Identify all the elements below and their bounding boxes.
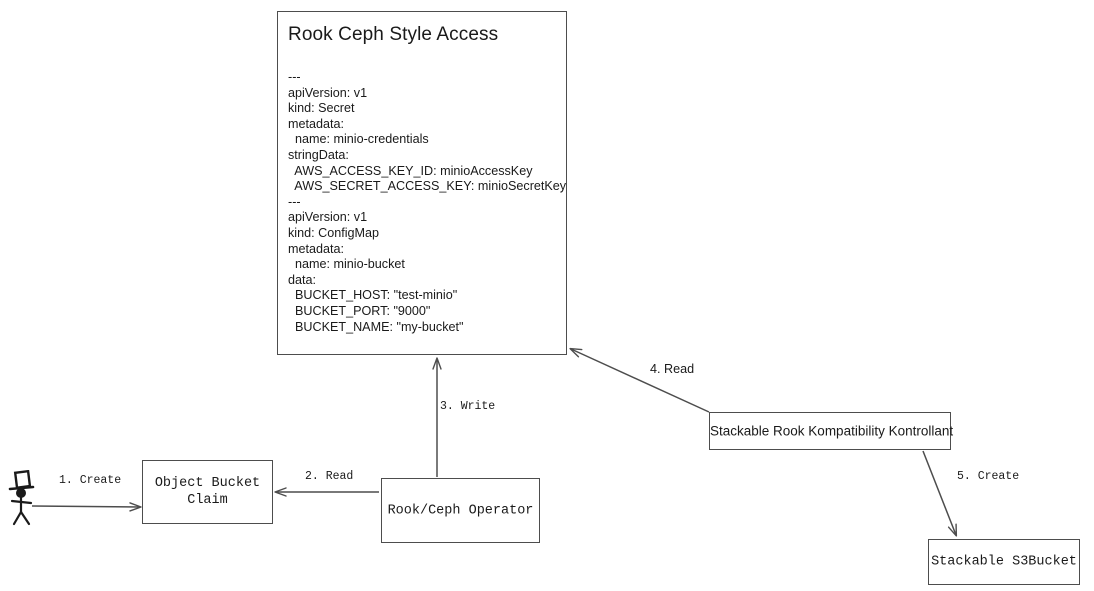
edge-4-read [569,347,710,413]
node-object-bucket-claim-label: Object Bucket Claim [154,476,261,508]
yaml-note-title: Rook Ceph Style Access [288,24,499,45]
yaml-note-body: --- apiVersion: v1 kind: Secret metadata… [288,70,567,334]
stick-figure-actor [8,470,35,526]
edge-label-2-read: 2. Read [305,470,354,483]
edge-label-4-read: 4. Read [650,362,695,376]
edge-1-create [31,502,142,512]
node-stackable-rook-kompatibility-kontrollant[interactable]: Stackable Rook Kompatibility Kontrollant [709,412,954,450]
node-object-bucket-claim[interactable]: Object Bucket Claim [142,460,273,524]
node-stackable-rook-kompatibility-kontrollant-label: Stackable Rook Kompatibility Kontrollant [710,423,954,439]
edge-label-5-create: 5. Create [957,470,1020,483]
top-hat-icon [13,470,32,490]
node-stackable-s3bucket[interactable]: Stackable S3Bucket [928,539,1080,585]
node-stackable-s3bucket-label: Stackable S3Bucket [931,554,1077,570]
node-rook-ceph-operator[interactable]: Rook/Ceph Operator [381,478,540,543]
edge-label-1-create: 1. Create [59,474,122,487]
node-rook-ceph-operator-label: Rook/Ceph Operator [387,503,534,518]
edge-label-3-write: 3. Write [440,400,496,413]
edge-5-create [922,450,958,537]
yaml-note-box: Rook Ceph Style Access --- apiVersion: v… [277,11,567,355]
